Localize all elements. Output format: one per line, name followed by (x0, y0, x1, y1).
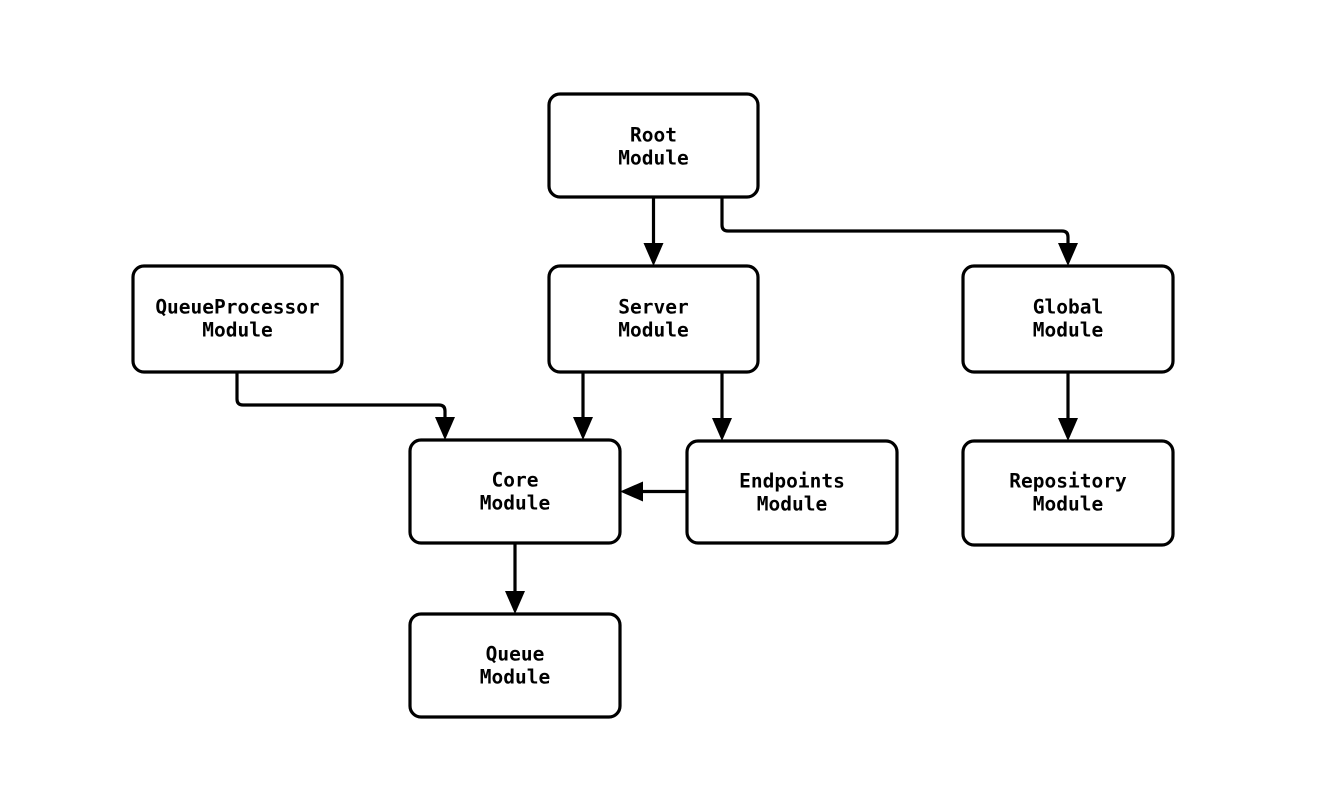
arrow-head-icon (620, 481, 643, 502)
node-queueprocessor-module[interactable]: QueueProcessor Module (131, 264, 344, 374)
node-label-line1: Endpoints (739, 470, 845, 493)
edge-queueprocessor-to-core (235, 372, 455, 440)
node-box[interactable] (131, 264, 344, 374)
node-label-line1: Server (618, 296, 688, 319)
node-box[interactable] (408, 612, 622, 719)
node-label-line1: Queue (486, 643, 545, 666)
edge-line (235, 372, 447, 426)
arrow-head-icon (1058, 418, 1078, 441)
edge-server-to-core (573, 372, 593, 440)
node-label-line1: Core (492, 469, 539, 492)
arrow-head-icon (573, 417, 593, 440)
node-label-line1: QueueProcessor (155, 296, 319, 319)
edge-endpoints-to-core (620, 481, 687, 502)
arrow-head-icon (435, 417, 455, 440)
edge-root-to-global (720, 197, 1078, 266)
edge-core-to-queue (505, 543, 525, 614)
node-repository-module[interactable]: Repository Module (961, 439, 1175, 547)
node-box[interactable] (408, 438, 622, 545)
node-label-line2: Module (618, 147, 688, 170)
edge-root-to-server (643, 197, 664, 266)
arrow-head-icon (712, 418, 732, 441)
node-server-module[interactable]: Server Module (547, 264, 760, 374)
node-label-line2: Module (757, 493, 827, 516)
node-core-module[interactable]: Core Module (408, 438, 622, 545)
node-label-line1: Repository (1009, 470, 1127, 493)
nodes-layer: Root Module QueueProcessor Module Server… (131, 92, 1175, 719)
node-box[interactable] (547, 92, 760, 199)
node-box[interactable] (961, 264, 1175, 374)
node-box[interactable] (961, 439, 1175, 547)
arrow-head-icon (1058, 243, 1078, 266)
arrow-head-icon (643, 243, 664, 266)
node-root-module[interactable]: Root Module (547, 92, 760, 199)
node-box[interactable] (685, 439, 899, 545)
node-label-line2: Module (1033, 319, 1103, 342)
node-queue-module[interactable]: Queue Module (408, 612, 622, 719)
node-label-line1: Global (1033, 296, 1103, 319)
node-global-module[interactable]: Global Module (961, 264, 1175, 374)
node-label-line2: Module (480, 492, 550, 515)
node-box[interactable] (547, 264, 760, 374)
arrow-head-icon (505, 591, 525, 614)
node-label-line2: Module (618, 319, 688, 342)
node-label-line2: Module (202, 319, 272, 342)
node-label-line2: Module (1033, 493, 1103, 516)
node-endpoints-module[interactable]: Endpoints Module (685, 439, 899, 545)
edge-server-to-endpoints (712, 372, 732, 441)
node-label-line2: Module (480, 666, 550, 689)
edge-line (720, 197, 1070, 252)
node-label-line1: Root (630, 124, 677, 147)
edge-global-to-repository (1058, 372, 1078, 441)
edges-layer (235, 197, 1078, 614)
